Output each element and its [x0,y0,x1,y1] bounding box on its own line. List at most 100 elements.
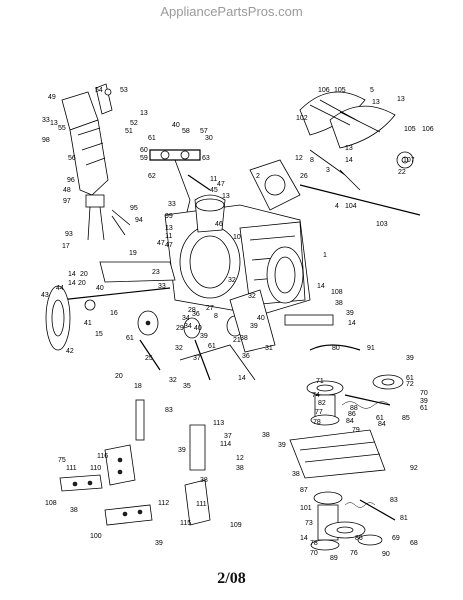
part-label-106: 106 [422,126,434,133]
part-label-39: 39 [420,398,428,405]
part-label-98: 98 [42,137,50,144]
chute-crank-assembly [149,149,211,241]
page-number: 2/08 [217,570,246,587]
part-label-89: 89 [330,555,338,562]
part-label-70: 70 [310,550,318,557]
part-label-79: 79 [352,427,360,434]
part-label-71: 71 [316,378,324,385]
part-label-21: 21 [233,337,241,344]
part-label-26: 26 [300,173,308,180]
part-label-11: 11 [210,176,217,183]
part-label-28: 28 [188,307,196,314]
part-label-77: 77 [315,409,323,416]
part-label-37: 37 [193,355,201,362]
part-label-92: 92 [410,465,418,472]
part-label-38: 38 [262,432,270,439]
part-label-61: 61 [208,343,216,350]
part-label-2: 2 [256,173,260,180]
auger-blades [249,91,421,216]
part-label-87: 87 [300,487,308,494]
part-label-94: 94 [135,217,143,224]
part-label-38: 38 [236,465,244,472]
part-label-74: 74 [312,392,320,399]
part-label-43: 43 [41,292,49,299]
part-label-39: 39 [178,447,186,454]
part-label-29: 29 [176,325,184,332]
part-label-110: 110 [90,465,101,472]
part-label-83: 83 [165,407,173,414]
part-label-30: 30 [205,135,213,142]
part-label-41: 41 [84,320,92,327]
part-label-38: 38 [200,477,208,484]
part-label-40: 40 [172,122,180,129]
part-label-47: 47 [217,181,225,188]
part-label-12: 12 [236,455,244,462]
part-label-72: 72 [406,381,414,388]
part-label-38: 38 [70,507,78,514]
part-label-36: 36 [192,311,200,318]
part-label-40: 40 [257,315,265,322]
part-label-82: 82 [318,400,326,407]
part-label-107: 107 [403,157,415,164]
part-label-78: 78 [310,540,318,547]
part-label-109: 109 [230,522,242,529]
auger-housing [164,194,311,316]
part-label-46: 46 [215,221,223,228]
part-label-35: 35 [183,383,191,390]
part-label-108: 108 [331,289,343,296]
part-label-61: 61 [376,415,384,422]
part-label-32: 32 [228,277,236,284]
part-label-96: 96 [67,177,75,184]
part-label-13: 13 [222,193,230,200]
part-label-39: 39 [406,355,414,362]
discharge-chute [61,83,131,241]
part-label-36: 36 [242,353,250,360]
part-label-14: 14 [300,535,308,542]
part-label-52: 52 [130,120,138,127]
part-label-55: 55 [58,125,66,132]
part-label-83: 83 [390,497,398,504]
part-label-37: 37 [224,433,232,440]
part-label-34: 34 [184,323,192,330]
part-label-22: 22 [398,169,406,176]
part-label-48: 48 [63,187,71,194]
part-label-13: 13 [345,145,353,152]
part-label-75: 75 [58,457,66,464]
part-label-112: 112 [158,500,169,507]
part-label-76: 76 [350,550,358,557]
part-label-57: 57 [200,128,208,135]
part-label-61: 61 [126,335,134,342]
frame-and-axle [45,261,334,381]
part-label-19: 19 [129,250,137,257]
part-label-78: 78 [313,419,321,426]
part-label-115: 115 [180,520,191,527]
part-label-80: 80 [332,345,340,352]
part-label-20: 20 [78,280,86,287]
part-label-91: 91 [367,345,375,352]
part-label-33: 33 [168,201,176,208]
part-label-105: 105 [334,87,346,94]
part-label-40: 40 [194,325,202,332]
part-label-1: 1 [323,252,327,259]
part-label-59: 59 [140,155,148,162]
part-label-40: 40 [96,285,104,292]
part-label-73: 73 [305,520,313,527]
part-label-49: 49 [48,94,56,101]
part-label-12: 12 [295,155,303,162]
part-label-53: 53 [120,87,128,94]
part-label-108: 108 [45,500,57,507]
part-label-3: 3 [326,167,330,174]
part-label-85: 85 [402,415,410,422]
part-label-51: 51 [125,128,133,135]
part-label-95: 95 [130,205,138,212]
part-label-4: 4 [335,203,339,210]
part-label-16: 16 [110,310,118,317]
part-label-23: 23 [152,269,160,276]
part-label-60: 60 [140,147,148,154]
drive-pulleys [289,344,404,479]
part-label-102: 102 [296,115,308,122]
part-label-39: 39 [200,333,208,340]
part-label-14: 14 [238,375,246,382]
